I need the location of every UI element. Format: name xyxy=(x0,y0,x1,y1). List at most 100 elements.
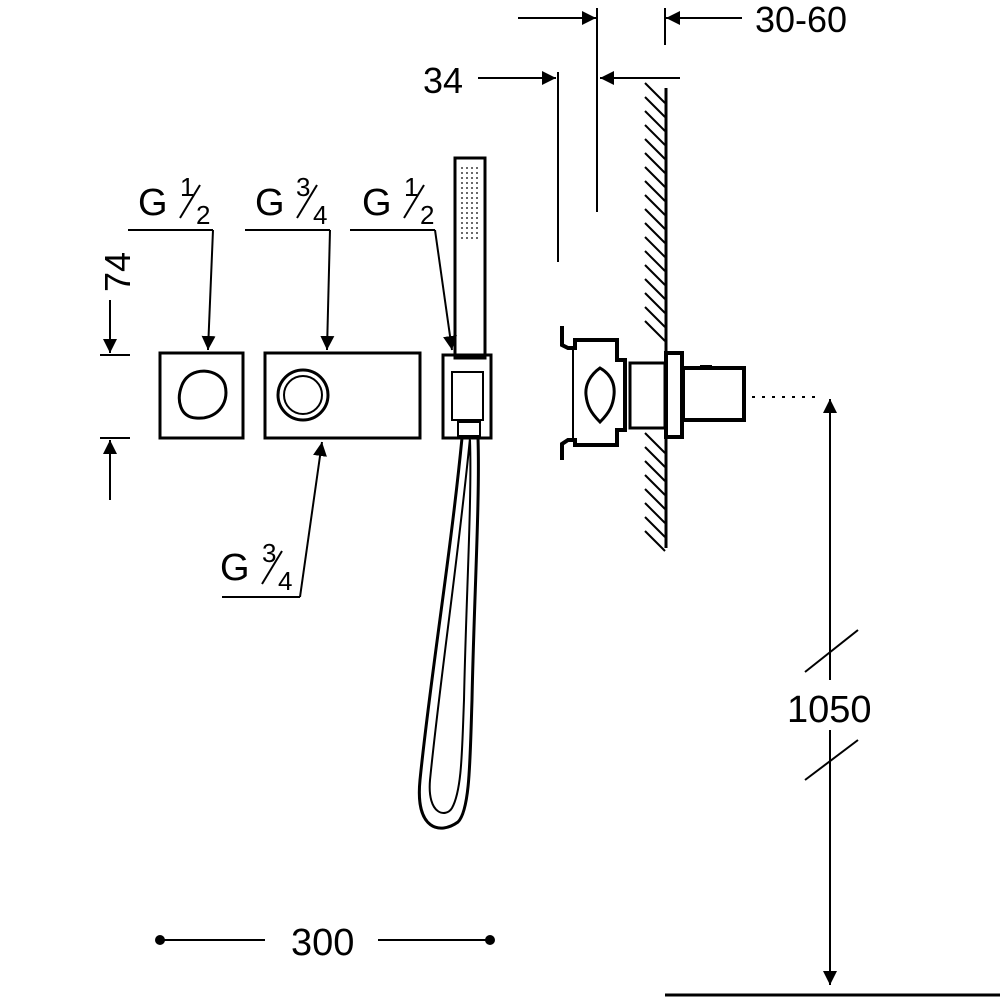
spray-nozzle xyxy=(461,197,463,199)
spray-nozzle xyxy=(466,227,468,229)
wall xyxy=(644,82,668,552)
spray-nozzle xyxy=(461,167,463,169)
hatch-line xyxy=(644,460,666,482)
hand-shower xyxy=(417,156,493,830)
spray-nozzle xyxy=(476,232,478,234)
svg-text:G: G xyxy=(220,547,250,589)
spray-nozzle xyxy=(471,212,473,214)
svg-text:G: G xyxy=(138,182,168,224)
height-74-label: 74 xyxy=(97,252,138,292)
dimension-74: 74 xyxy=(97,252,138,500)
hatch-line xyxy=(644,474,666,496)
spray-nozzle xyxy=(471,192,473,194)
spray-face xyxy=(461,167,478,239)
spray-nozzle xyxy=(466,222,468,224)
spray-nozzle xyxy=(476,172,478,174)
spray-nozzle xyxy=(471,227,473,229)
thermostatic-plate xyxy=(263,351,422,440)
spray-nozzle xyxy=(476,202,478,204)
svg-text:G: G xyxy=(362,182,392,224)
hatch-line xyxy=(644,278,666,300)
hatch-line xyxy=(644,236,666,258)
hatch-line xyxy=(644,292,666,314)
spray-nozzle xyxy=(471,222,473,224)
spray-nozzle xyxy=(471,197,473,199)
spray-nozzle xyxy=(476,222,478,224)
hatch-line xyxy=(644,320,666,342)
dimension-recess: 34 xyxy=(423,60,680,262)
spray-nozzle xyxy=(461,212,463,214)
spray-nozzle xyxy=(476,167,478,169)
spray-nozzle xyxy=(471,172,473,174)
dimension-300: 300 xyxy=(155,922,495,964)
connection-label-3: G 1 2 xyxy=(350,172,457,351)
spray-nozzle xyxy=(476,197,478,199)
svg-text:2: 2 xyxy=(196,200,210,230)
connection-label-4: G 3 4 xyxy=(220,441,327,598)
spray-nozzle xyxy=(476,237,478,239)
svg-text:4: 4 xyxy=(313,200,327,230)
spray-nozzle xyxy=(461,172,463,174)
spray-nozzle xyxy=(461,232,463,234)
hatch-line xyxy=(644,250,666,272)
spray-nozzle xyxy=(461,192,463,194)
spray-nozzle xyxy=(461,217,463,219)
spray-nozzle xyxy=(466,202,468,204)
hatch-line xyxy=(644,166,666,188)
diverter-knob-icon xyxy=(177,369,228,420)
spray-nozzle xyxy=(476,187,478,189)
spray-nozzle xyxy=(466,177,468,179)
spray-nozzle xyxy=(471,177,473,179)
spray-nozzle xyxy=(471,182,473,184)
spray-nozzle xyxy=(466,192,468,194)
spray-nozzle xyxy=(461,222,463,224)
spray-nozzle xyxy=(466,197,468,199)
spray-nozzle xyxy=(476,177,478,179)
svg-text:3: 3 xyxy=(262,538,276,568)
recess-label: 34 xyxy=(423,60,463,101)
connection-label-2: G 3 4 xyxy=(245,172,335,351)
spray-nozzle xyxy=(466,207,468,209)
thermostat-knob-icon xyxy=(276,368,330,422)
spray-nozzle xyxy=(471,167,473,169)
hatch-line xyxy=(644,432,666,454)
svg-text:4: 4 xyxy=(278,566,292,596)
hatch-line xyxy=(644,152,666,174)
spray-nozzle xyxy=(461,182,463,184)
spray-nozzle xyxy=(471,207,473,209)
hatch-line xyxy=(644,306,666,328)
spray-nozzle xyxy=(461,202,463,204)
spray-nozzle xyxy=(471,237,473,239)
spray-nozzle xyxy=(476,192,478,194)
svg-text:1: 1 xyxy=(180,172,194,202)
hatch-line xyxy=(644,138,666,160)
spray-nozzle xyxy=(466,182,468,184)
spray-nozzle xyxy=(466,172,468,174)
spray-nozzle xyxy=(476,182,478,184)
spray-nozzle xyxy=(461,227,463,229)
spray-nozzle xyxy=(466,232,468,234)
hatch-line xyxy=(644,502,666,524)
dimension-1050: 1050 xyxy=(665,399,1000,997)
dimension-wall-depth: 30-60 xyxy=(518,0,847,212)
spray-nozzle xyxy=(476,207,478,209)
spray-nozzle xyxy=(476,227,478,229)
width-300-label: 300 xyxy=(291,922,354,964)
spray-nozzle xyxy=(476,212,478,214)
hatch-line xyxy=(644,180,666,202)
hatch-line xyxy=(644,208,666,230)
spray-nozzle xyxy=(466,187,468,189)
spray-nozzle xyxy=(476,217,478,219)
hatch-line xyxy=(644,446,666,468)
spray-nozzle xyxy=(466,167,468,169)
spray-nozzle xyxy=(466,237,468,239)
hatch-line xyxy=(644,110,666,132)
svg-text:G: G xyxy=(255,182,285,224)
spray-nozzle xyxy=(461,177,463,179)
spray-nozzle xyxy=(461,187,463,189)
spray-nozzle xyxy=(461,237,463,239)
spray-nozzle xyxy=(471,187,473,189)
hatch-line xyxy=(644,194,666,216)
hatch-line xyxy=(644,488,666,510)
